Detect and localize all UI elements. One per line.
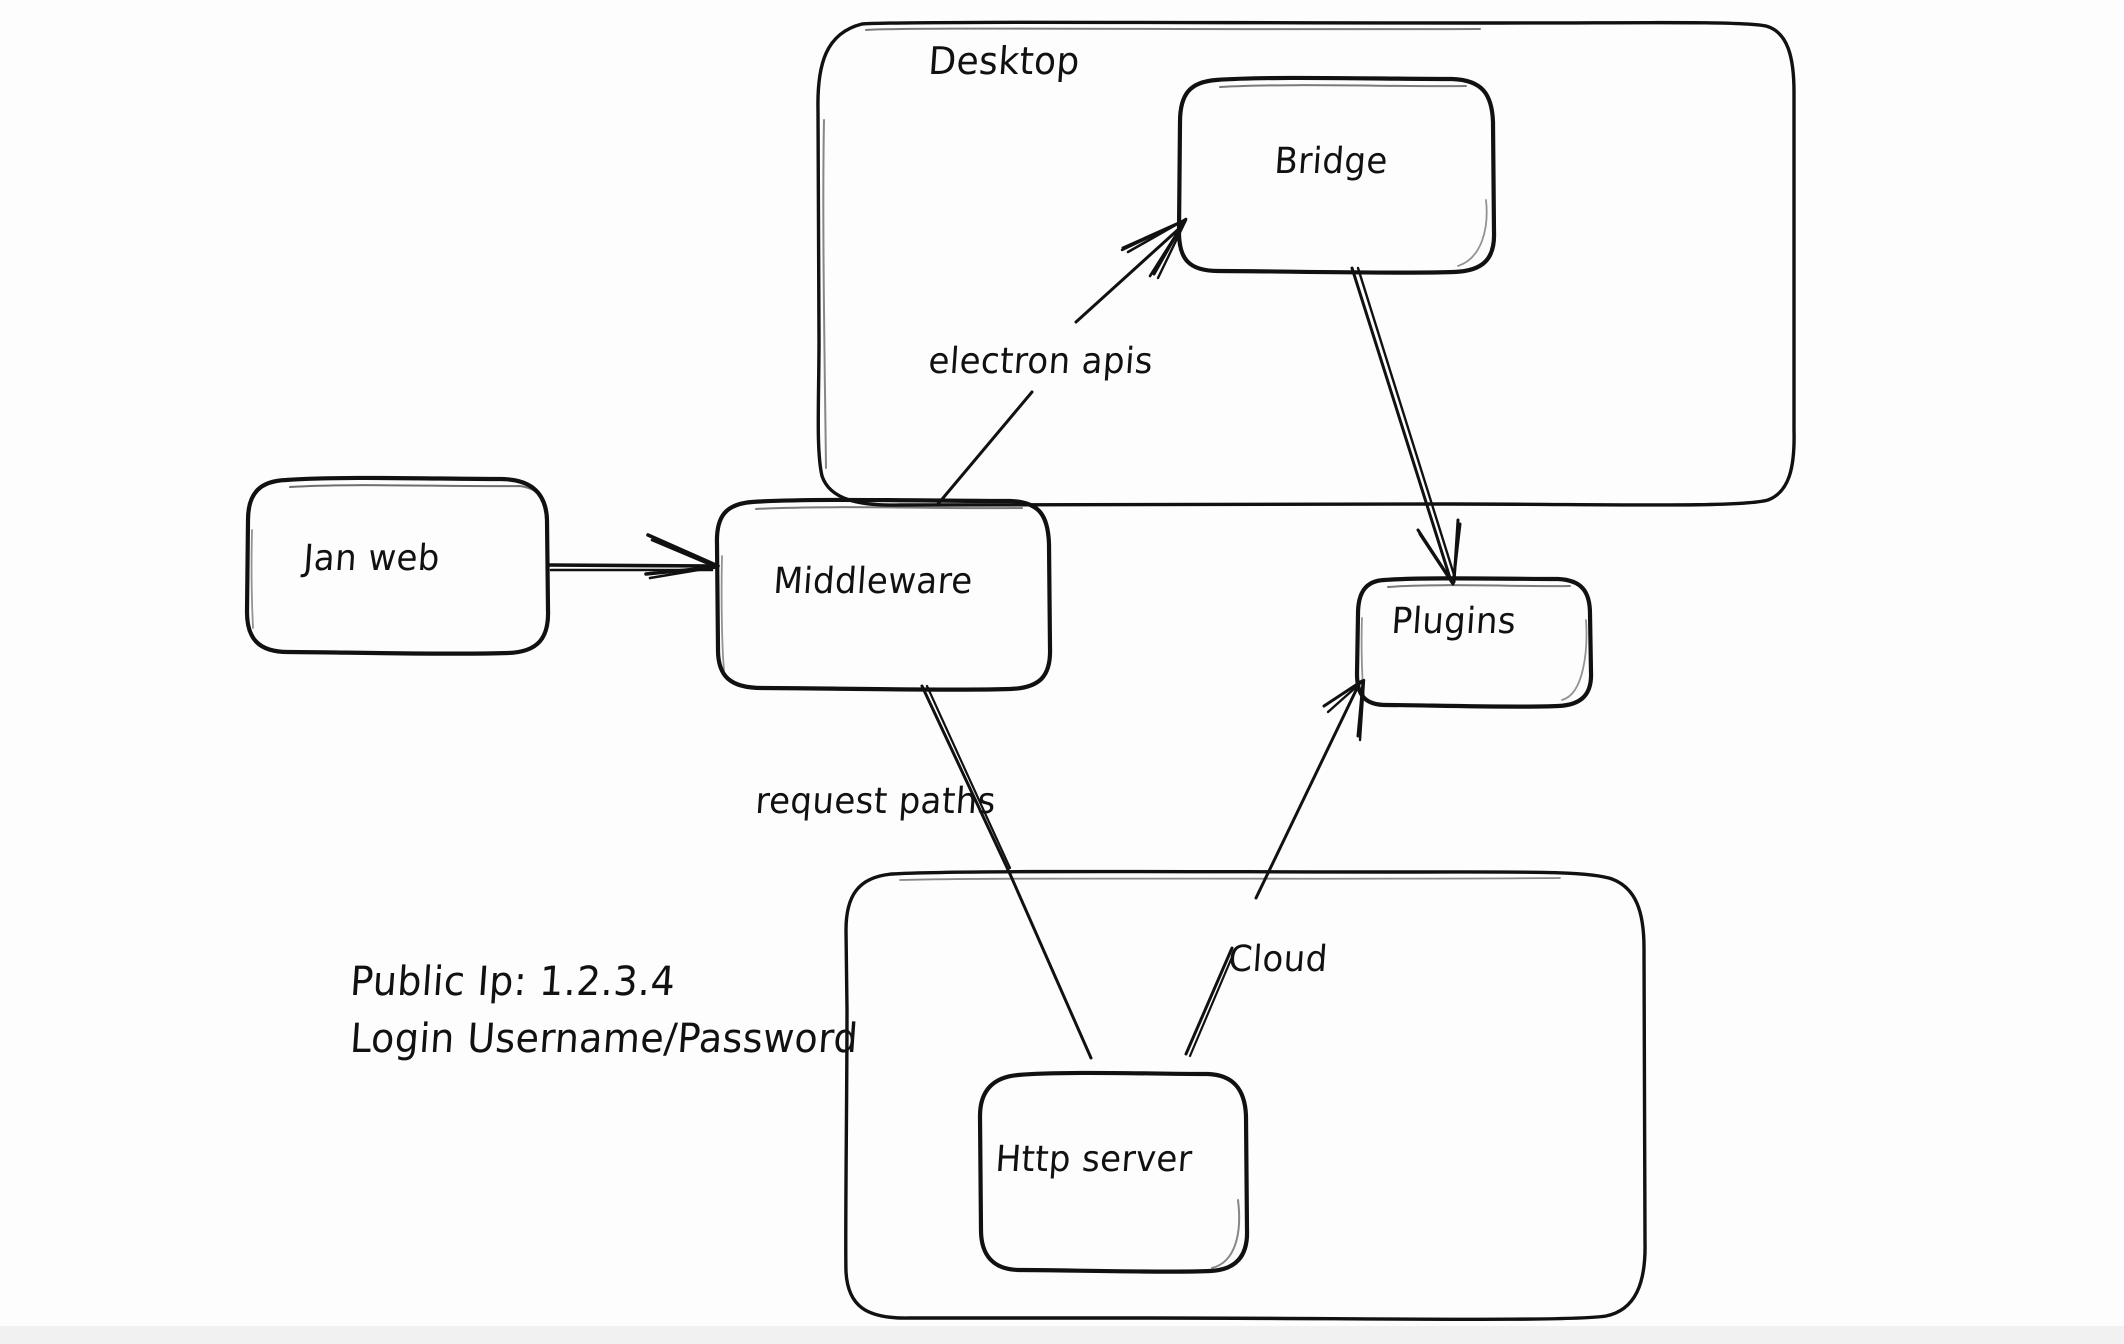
edge-http-server-to-plugins — [1184, 678, 1366, 1058]
edge-middleware-to-http-server — [920, 684, 1093, 1060]
node-http-server[interactable] — [977, 1070, 1250, 1274]
note-public-ip: Public Ip: 1.2.3.4 — [348, 958, 677, 1005]
container-label-desktop: Desktop — [926, 40, 1082, 84]
note-login-credentials: Login Username/Password — [348, 1015, 860, 1062]
node-label-bridge: Bridge — [1273, 140, 1390, 183]
bottom-edge-strip — [0, 1326, 2124, 1344]
node-middleware[interactable] — [714, 497, 1053, 692]
edge-bridge-to-plugins — [1350, 266, 1462, 586]
node-bridge[interactable] — [1176, 75, 1497, 275]
edge-label-electron-apis: electron apis — [927, 340, 1155, 383]
edge-label-cloud: Cloud — [1227, 938, 1330, 981]
node-label-middleware: Middleware — [772, 560, 975, 603]
node-plugins[interactable] — [1354, 576, 1594, 709]
container-desktop — [816, 20, 1796, 507]
edge-jan-web-to-middleware — [547, 533, 720, 580]
edge-middleware-to-bridge — [936, 217, 1188, 506]
node-label-http-server: Http server — [994, 1138, 1194, 1181]
container-cloud — [844, 869, 1647, 1322]
node-label-jan-web: Jan web — [302, 537, 442, 580]
edge-label-request-paths: request paths — [754, 780, 998, 823]
node-jan-web[interactable] — [244, 475, 551, 656]
node-label-plugins: Plugins — [1390, 600, 1518, 643]
